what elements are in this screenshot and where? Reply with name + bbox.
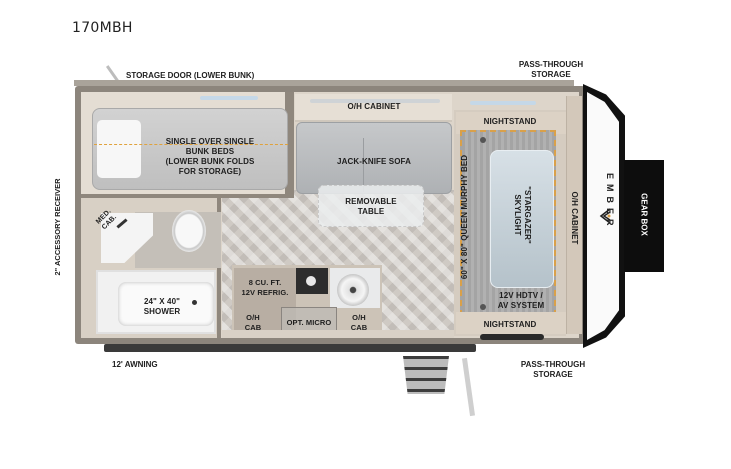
pass-through-bottom-label: PASS-THROUGH STORAGE [520, 360, 586, 379]
bed-corner-icon [480, 304, 486, 310]
toilet [172, 210, 206, 252]
sofa-seam [363, 138, 364, 192]
ember-logo-icon [598, 208, 612, 224]
burner-icon [306, 276, 316, 286]
shower-label: 24" X 40" SHOWER [143, 297, 181, 316]
entry-door[interactable] [461, 357, 476, 417]
awning [104, 344, 476, 352]
awning-label: 12' AWNING [112, 360, 158, 369]
oh-cabinet-right-label: O/H CABINET [570, 191, 579, 245]
removable-table[interactable] [318, 185, 424, 227]
bedroom-vent [470, 101, 536, 105]
model-title: 170MBH [72, 20, 133, 36]
skylight-label: "STARGAZER" SKYLIGHT [513, 186, 532, 244]
oh-cabinet-right [566, 96, 582, 334]
stargazer-skylight [490, 150, 554, 288]
oh-cabinet-top-label: O/H CABINET [347, 102, 401, 111]
nightstand-bottom [456, 312, 568, 334]
micro-label: OPT. MICRO [286, 318, 332, 327]
bunk-divider-line [94, 144, 288, 145]
oh-cab-right-label: O/H CAB [350, 313, 368, 332]
nightstand-top-label: NIGHTSTAND [456, 117, 564, 127]
roof-edge [74, 80, 574, 86]
bedroom-window [480, 334, 544, 340]
nightstand-bottom-label: NIGHTSTAND [483, 320, 537, 329]
shower-drain-icon [192, 300, 197, 305]
bunk-vent [200, 96, 258, 100]
counter-edge [222, 330, 454, 338]
bunk-pillow [97, 120, 141, 178]
gear-box [624, 160, 664, 272]
bunk-label: SINGLE OVER SINGLE BUNK BEDS (LOWER BUNK… [165, 137, 255, 176]
oh-cabinet-top [295, 94, 452, 122]
storage-door-label: STORAGE DOOR (LOWER BUNK) [126, 71, 255, 80]
accessory-receiver-label: 2" ACCESSORY RECEIVER [53, 178, 62, 276]
gear-box-label: GEAR BOX [639, 193, 649, 236]
pass-through-top-label: PASS-THROUGH STORAGE [518, 60, 584, 79]
interior-wall [289, 92, 294, 198]
oh-cab-left-label: O/H CAB [244, 313, 262, 332]
jack-knife-sofa[interactable] [296, 122, 452, 194]
brand-text: EMBER [605, 173, 615, 231]
table-label: REMOVABLE TABLE [345, 197, 397, 216]
shower-pan [118, 282, 214, 326]
murphy-bed-label: 60" X 80" QUEEN MURPHY BED [460, 154, 469, 280]
hdtv-label: 12V HDTV / AV SYSTEM [497, 291, 545, 310]
fridge-label: 8 CU. FT. 12V REFRIG. [241, 278, 289, 297]
entry-steps [403, 356, 449, 394]
bed-corner-icon [480, 137, 486, 143]
ceiling-vent [310, 99, 440, 103]
kitchen-sink-bowl [337, 274, 369, 306]
sofa-label: JACK-KNIFE SOFA [337, 157, 411, 166]
